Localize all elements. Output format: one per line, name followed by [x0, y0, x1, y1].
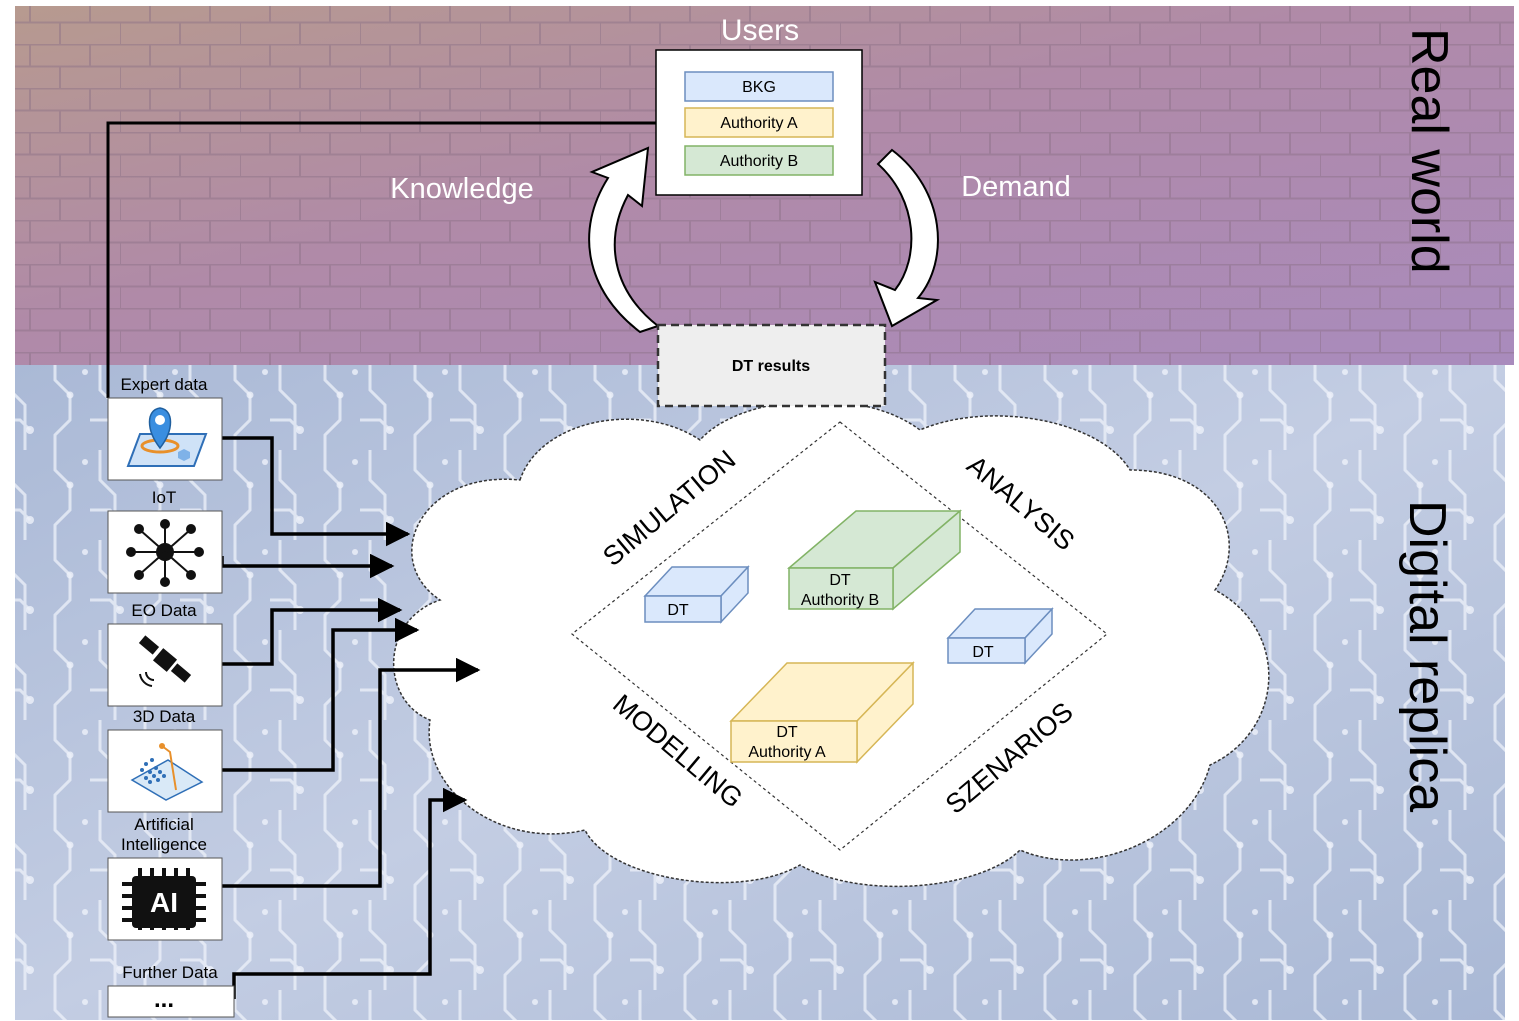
svg-text:DT: DT	[776, 724, 798, 741]
point-cloud-icon	[130, 743, 204, 801]
dt-cloud	[392, 400, 1270, 888]
ellipsis-icon: ...	[154, 986, 174, 1013]
svg-text:AI: AI	[150, 887, 178, 918]
dt-box-3: DT	[946, 607, 1054, 665]
demand-label: Demand	[961, 171, 1071, 203]
users-title: Users	[721, 14, 799, 47]
iot-network-icon	[126, 519, 204, 587]
svg-text:DT: DT	[667, 602, 689, 619]
eo-data-label: EO Data	[131, 601, 197, 620]
svg-text:DT: DT	[972, 644, 994, 661]
expert-data-card	[107, 397, 223, 481]
ai-card: AI	[107, 857, 223, 941]
svg-text:Authority B: Authority B	[720, 153, 798, 170]
3d-data-card	[107, 729, 223, 813]
dt-box-authority-b: DT Authority B	[786, 509, 963, 611]
svg-text:DT: DT	[829, 572, 851, 589]
dt-diamond	[571, 421, 1108, 851]
user-item-authority-a: Authority A	[684, 107, 834, 138]
3d-data-label: 3D Data	[133, 707, 196, 726]
knowledge-label: Knowledge	[390, 173, 534, 205]
user-item-authority-b: Authority B	[684, 145, 834, 176]
user-item-bkg: BKG	[684, 71, 834, 102]
further-data-label: Further Data	[122, 963, 218, 982]
map-pin-icon	[126, 407, 208, 467]
dt-results-box	[656, 323, 887, 408]
knowledge-arrow	[588, 146, 661, 334]
demand-arrow	[873, 148, 941, 328]
expert-data-label: Expert data	[121, 375, 208, 394]
further-data-card: ...	[107, 985, 235, 1018]
dt-results-label: DT results	[732, 358, 810, 375]
iot-card	[107, 510, 223, 594]
ai-label-line2: Intelligence	[121, 835, 207, 854]
dt-box-authority-a: DT Authority A	[729, 661, 915, 764]
svg-text:Authority B: Authority B	[801, 592, 879, 609]
iot-label: IoT	[152, 488, 177, 507]
ai-chip-icon: AI	[122, 868, 206, 930]
satellite-icon	[138, 635, 192, 687]
ai-label-line1: Artificial	[134, 815, 194, 834]
svg-text:Authority A: Authority A	[748, 744, 826, 761]
eo-data-card	[107, 623, 223, 707]
dt-box-1: DT	[643, 565, 750, 624]
digital-replica-label: Digital replica	[1398, 500, 1456, 812]
real-world-label: Real world	[1400, 28, 1458, 274]
feedback-line	[106, 121, 656, 398]
svg-text:Authority A: Authority A	[720, 115, 798, 132]
svg-text:BKG: BKG	[742, 79, 776, 96]
